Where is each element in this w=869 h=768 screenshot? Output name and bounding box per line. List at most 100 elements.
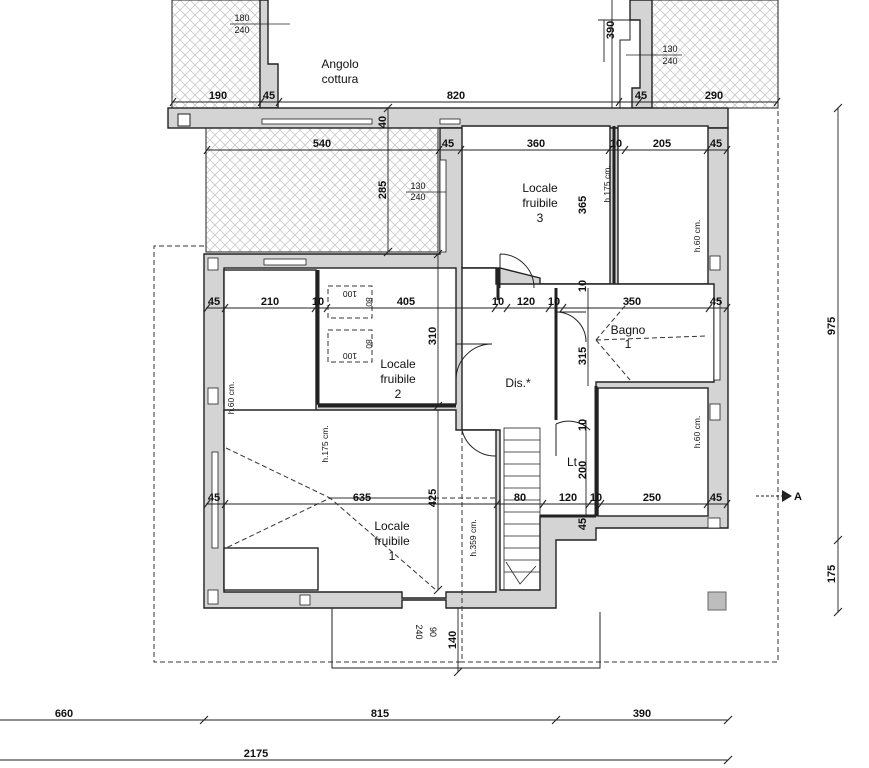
dim-mid-45-left: 45 (208, 296, 220, 308)
label-disimpegno: Dis.* (505, 376, 531, 390)
note-h175-top: h.175 cm. (602, 165, 612, 202)
label-locale1-line2: fruibile (374, 534, 410, 548)
dim-right-175: 175 (826, 565, 838, 583)
dim-v-315: 315 (577, 347, 589, 365)
height-notes: h.175 cm. h.175 cm. h.60 cm. h.60 cm. h.… (226, 165, 702, 556)
dim-v-10-a: 10 (577, 280, 589, 292)
dim-top-290: 290 (705, 90, 723, 102)
opening-2-height: 240 (662, 56, 677, 66)
note-bed-100-a: 100 (343, 289, 357, 299)
label-lavatoio: Lt (567, 455, 578, 469)
dim-low-10: 10 (590, 492, 602, 504)
dimension-labels: 190 45 820 45 290 390 40 540 45 360 10 2… (55, 21, 838, 760)
dim-mid-350: 350 (623, 296, 641, 308)
window-band-2 (439, 118, 461, 125)
wall-detail-6 (709, 403, 721, 421)
balcony-outline (331, 608, 601, 669)
dim-row2-540: 540 (313, 138, 331, 150)
dim-v-10-b: 10 (577, 419, 589, 431)
label-bagno-line2: 1 (625, 337, 632, 351)
opening-4-height: 240 (414, 624, 424, 639)
dim-bottom-660: 660 (55, 708, 73, 720)
label-angolo-line2: cottura (322, 72, 359, 86)
dim-v-365: 365 (577, 196, 589, 214)
bed-outline-b (327, 329, 373, 363)
door-swing-2 (455, 343, 493, 404)
note-h60-c: h.60 cm. (692, 416, 702, 449)
dim-low-635: 635 (353, 492, 371, 504)
terrace-middle (205, 127, 439, 253)
note-bed-80-b: 80 (364, 339, 374, 349)
label-locale1-line1: Locale (374, 519, 410, 533)
opening-3-height: 240 (410, 192, 425, 202)
outdoor-pillar (707, 591, 727, 611)
note-h175-left: h.175 cm. (320, 425, 330, 462)
wall-detail-4 (207, 589, 219, 605)
kitchen-floor (278, 0, 618, 108)
wall-detail-1 (207, 257, 219, 271)
dimension-ticks (169, 97, 843, 765)
terrace-top-right (651, 0, 779, 109)
dim-v-285: 285 (377, 181, 389, 199)
section-marker-label: A (794, 491, 802, 503)
dim-bottom-815: 815 (371, 708, 389, 720)
dim-v-425: 425 (427, 489, 439, 507)
dim-mid-210: 210 (261, 296, 279, 308)
dim-right-975: 975 (826, 317, 838, 335)
dim-mid-10-c: 10 (548, 296, 560, 308)
label-locale1-line3: 1 (389, 549, 396, 563)
staircase (503, 427, 541, 591)
opening-2-width: 130 (662, 44, 677, 54)
dim-top-190: 190 (209, 90, 227, 102)
wall-detail-9 (713, 299, 721, 381)
door-swing-5 (555, 420, 591, 456)
label-locale3-line2: fruibile (522, 196, 558, 210)
dim-low-45-left: 45 (208, 492, 220, 504)
wall-detail-3 (207, 387, 219, 405)
kitchen-step (598, 19, 631, 108)
label-locale3-line1: Locale (522, 181, 558, 195)
label-angolo-line1: Angolo (321, 57, 359, 71)
wall-band-top (167, 107, 729, 129)
dashed-diagonals-1 (225, 447, 496, 591)
dim-low-250: 250 (643, 492, 661, 504)
note-bed-100-b: 100 (343, 351, 357, 361)
dim-top-40-vertical: 40 (377, 116, 389, 128)
wall-detail-5 (709, 255, 721, 271)
opening-1-width: 180 (234, 13, 249, 23)
label-locale2-line2: fruibile (380, 372, 416, 386)
dim-top-45-right: 45 (635, 90, 647, 102)
room-east-lower-floor (597, 387, 709, 517)
dashed-outline-left (153, 245, 460, 663)
dim-mid-120: 120 (517, 296, 535, 308)
dim-v-140: 140 (447, 631, 459, 649)
dim-v-310: 310 (427, 327, 439, 345)
terrace-top-left (171, 0, 261, 109)
dashed-outline-right (460, 108, 779, 663)
dimension-lines (0, 0, 839, 761)
opening-3-width: 130 (410, 181, 425, 191)
dim-low-120: 120 (559, 492, 577, 504)
label-locale2-line3: 2 (395, 387, 402, 401)
dashed-diagonals-2 (595, 299, 707, 381)
dim-v-200: 200 (577, 461, 589, 479)
dim-top-390-vertical: 390 (605, 21, 617, 39)
dim-row2-205: 205 (653, 138, 671, 150)
closet-small (223, 547, 319, 591)
dim-row2-45: 45 (442, 138, 454, 150)
dim-mid-45-right: 45 (710, 296, 722, 308)
dim-mid-405: 405 (397, 296, 415, 308)
dim-low-45-right: 45 (710, 492, 722, 504)
dim-top-45-left: 45 (263, 90, 275, 102)
wall-detail-8 (211, 451, 219, 549)
note-bed-80-a: 80 (364, 297, 374, 307)
room-labels: Angolo cottura Locale fruibile 3 Locale … (321, 57, 645, 563)
window-band-1 (261, 118, 373, 125)
dim-row2-360: 360 (527, 138, 545, 150)
dim-mid-10-b: 10 (492, 296, 504, 308)
dim-bottom-total: 2175 (244, 748, 268, 760)
dim-row2-45-right: 45 (710, 138, 722, 150)
label-locale3-line3: 3 (537, 211, 544, 225)
wall-detail-7 (707, 517, 721, 529)
